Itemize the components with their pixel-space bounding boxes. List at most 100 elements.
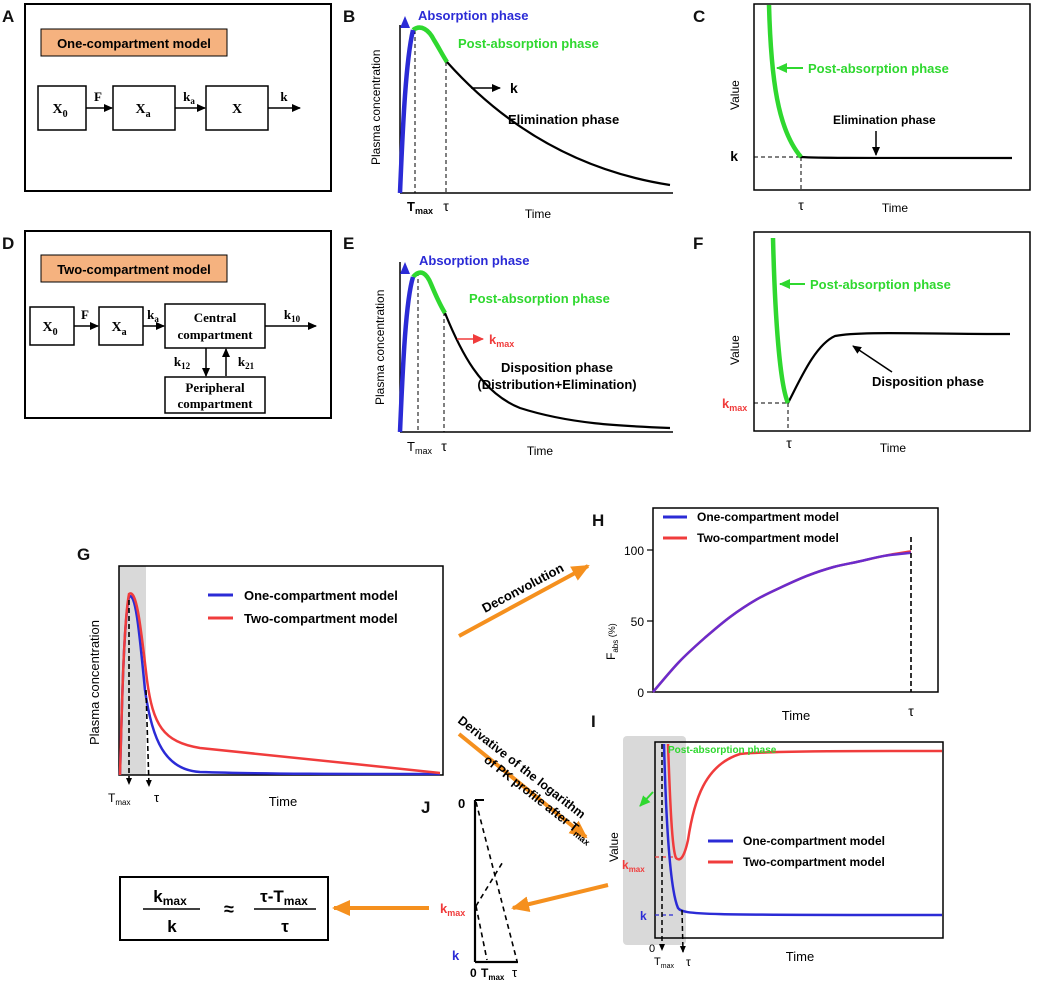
f-disposition-arrow	[852, 345, 893, 373]
h-legend-two: Two-compartment model	[697, 531, 839, 545]
h-two-compartment-curve	[652, 550, 912, 693]
g-tau-dash	[145, 689, 152, 787]
panel-a: A One-compartment model X0 F Xa ka X k	[2, 3, 332, 192]
peripheral-compartment-box	[164, 376, 266, 414]
f-disposition-curve	[787, 332, 1011, 404]
i-k-label: k	[640, 909, 647, 923]
j-k-label: k	[452, 948, 460, 963]
i-two-compartment-curve	[666, 743, 943, 861]
central-line2: compartment	[177, 327, 253, 342]
b-absorption-curve	[397, 29, 416, 194]
kmax-formula: kmax k ≈ τ-Tmax τ	[119, 876, 329, 941]
j-tau: τ	[512, 965, 518, 980]
derivative-arrow	[457, 732, 588, 839]
b-absorption-arrowhead	[400, 16, 410, 28]
j-zero-axis: 0	[470, 966, 477, 980]
h-tau: τ	[908, 703, 914, 719]
svg-text:ka: ka	[183, 89, 195, 106]
panel-d-frame	[24, 230, 332, 419]
g-legend-two: Two-compartment model	[244, 611, 398, 626]
panel-label-g: G	[77, 545, 90, 564]
e-xlabel: Time	[527, 444, 554, 458]
svg-text:τ-Tmax: τ-Tmax	[260, 887, 308, 908]
two-compartment-title-box	[40, 254, 228, 283]
svg-text:of PK profile after Tmax: of PK profile after Tmax	[480, 753, 595, 848]
panel-f: F Value Post-absorption phase Dispositio…	[693, 231, 1031, 455]
x0-box	[37, 85, 87, 131]
f-xlabel: Time	[880, 441, 907, 455]
b-tau: τ	[443, 198, 449, 214]
g-legend-one: One-compartment model	[244, 588, 398, 603]
panel-label-d: D	[2, 234, 14, 253]
svg-text:k10: k10	[284, 307, 301, 324]
to-j-arrow	[511, 883, 609, 913]
h-tick-label-100: 100	[624, 544, 644, 558]
f-tau: τ	[786, 435, 792, 451]
g-tau: τ	[154, 790, 160, 805]
deconvolution-arrow	[458, 564, 590, 638]
panel-label-e: E	[343, 234, 354, 253]
xa-box	[112, 85, 176, 131]
j-tmax-line	[475, 905, 488, 961]
two-compartment-title: Two-compartment model	[57, 262, 211, 277]
b-post-absorption-curve	[411, 25, 449, 64]
b-ylabel: Plasma concentration	[369, 50, 383, 165]
f-label: F	[94, 89, 102, 104]
i-post-absorption-label: Post-absorption phase	[668, 745, 777, 756]
h-one-compartment-curve	[652, 551, 912, 693]
e-absorption-curve	[397, 276, 416, 433]
svg-text:X0: X0	[52, 102, 67, 120]
svg-text:ka: ka	[147, 307, 159, 324]
j-zero-top: 0	[458, 796, 465, 811]
f-disposition-label: Disposition phase	[872, 374, 984, 389]
f-post-absorption-curve	[770, 237, 791, 404]
panel-label-f: F	[693, 234, 703, 253]
c-k-label: k	[730, 148, 738, 164]
j-kmax-line	[475, 859, 505, 907]
svg-text:Tmax: Tmax	[407, 199, 433, 216]
d-xa-box	[98, 306, 144, 346]
svg-text:Tmax: Tmax	[654, 956, 674, 970]
formula-k: k	[167, 917, 177, 936]
h-tick-label-50: 50	[631, 615, 645, 629]
e-ylabel: Plasma concentration	[373, 290, 387, 405]
h-xlabel: Time	[782, 708, 810, 723]
panel-h-frame	[652, 507, 939, 693]
k-label: k	[280, 89, 288, 104]
panel-f-frame	[753, 231, 1031, 432]
formula-tau: τ	[281, 917, 289, 936]
f-ylabel: Value	[728, 335, 742, 365]
svg-text:Tmax: Tmax	[108, 791, 130, 807]
i-tau: τ	[686, 955, 691, 969]
c-post-absorption-curve	[766, 4, 803, 159]
e-disposition-line1: Disposition phase	[501, 360, 613, 375]
c-xlabel: Time	[882, 201, 909, 215]
b-elimination-label: Elimination phase	[508, 112, 619, 127]
e-post-absorption-curve	[411, 270, 447, 315]
panel-d: D Two-compartment model X0 F Xa ka Centr…	[2, 230, 332, 419]
svg-text:k21: k21	[238, 354, 255, 371]
panel-a-frame	[24, 3, 332, 192]
h-tick-label-0: 0	[637, 686, 644, 700]
panel-label-h: H	[592, 511, 604, 530]
one-compartment-title-box	[40, 28, 228, 57]
c-elimination-label: Elimination phase	[833, 113, 936, 127]
i-one-compartment-curve	[662, 743, 943, 917]
svg-text:kmax: kmax	[489, 332, 514, 349]
svg-text:kmax: kmax	[153, 887, 187, 908]
c-ylabel: Value	[728, 80, 742, 110]
panel-label-j: J	[421, 798, 430, 817]
panel-i: I Value Post-absorption phase One-compar…	[591, 712, 944, 970]
i-xlabel: Time	[786, 949, 814, 964]
panel-label-b: B	[343, 7, 355, 26]
i-legend-two: Two-compartment model	[743, 855, 885, 869]
panel-c: C Value Post-absorption phase Eliminatio…	[693, 3, 1031, 215]
i-zero: 0	[649, 943, 655, 955]
e-absorption-arrowhead	[400, 262, 410, 274]
c-elimination-curve	[799, 155, 1013, 160]
formula-approx: ≈	[224, 899, 234, 919]
panel-label-a: A	[2, 7, 14, 26]
h-legend-one: One-compartment model	[697, 510, 839, 524]
b-absorption-label: Absorption phase	[418, 8, 529, 23]
